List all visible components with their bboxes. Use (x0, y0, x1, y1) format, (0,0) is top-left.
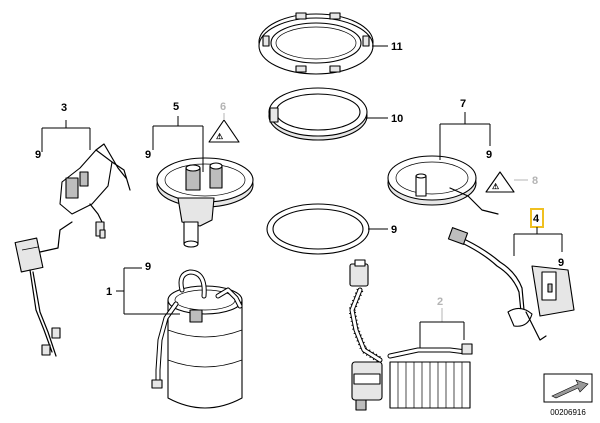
wiring-harness[interactable] (447, 227, 575, 341)
forward-arrow-icon (551, 379, 589, 399)
warning-triangle-icon: ⚠ (485, 171, 515, 193)
callout-10[interactable]: 10 (391, 113, 403, 125)
callout-2[interactable]: 2 (437, 296, 443, 308)
callout-1[interactable]: 1 (106, 286, 112, 298)
reference-number: 00206916 (550, 408, 586, 417)
leader-2-bracket (419, 321, 465, 348)
callout-5[interactable]: 5 (173, 101, 179, 113)
seal-ring[interactable] (268, 87, 368, 141)
callout-8[interactable]: 8 (532, 175, 538, 187)
callout-4[interactable]: 4 (533, 213, 540, 225)
callout-9-right[interactable]: 9 (486, 149, 492, 161)
leader-5 (152, 116, 204, 172)
leader-3 (41, 120, 91, 152)
callout-9-pump[interactable]: 9 (145, 261, 151, 273)
warning-triangle-icon: ⚠ (208, 119, 240, 143)
lock-ring[interactable] (258, 12, 374, 75)
callout-9-flange[interactable]: 9 (145, 149, 151, 161)
leader-1 (116, 267, 132, 315)
svg-text:⚠: ⚠ (492, 182, 499, 191)
callout-9-center[interactable]: 9 (391, 224, 397, 236)
tank-flange[interactable] (156, 157, 254, 248)
callout-6[interactable]: 6 (220, 101, 226, 113)
callout-3[interactable]: 3 (61, 102, 67, 114)
fuel-pump[interactable] (151, 269, 243, 409)
callout-7[interactable]: 7 (460, 98, 466, 110)
callout-9-left[interactable]: 9 (35, 149, 41, 161)
svg-text:⚠: ⚠ (216, 132, 223, 141)
suction-flange[interactable] (387, 155, 499, 215)
callout-11[interactable]: 11 (391, 41, 403, 53)
reference-badge (543, 373, 593, 403)
fuel-filter[interactable] (348, 259, 473, 411)
o-ring[interactable] (266, 203, 370, 255)
leader-4 (513, 227, 563, 256)
fuel-level-sensor[interactable] (14, 143, 131, 357)
leader-7 (439, 112, 491, 160)
callout-9-harness[interactable]: 9 (558, 257, 564, 269)
